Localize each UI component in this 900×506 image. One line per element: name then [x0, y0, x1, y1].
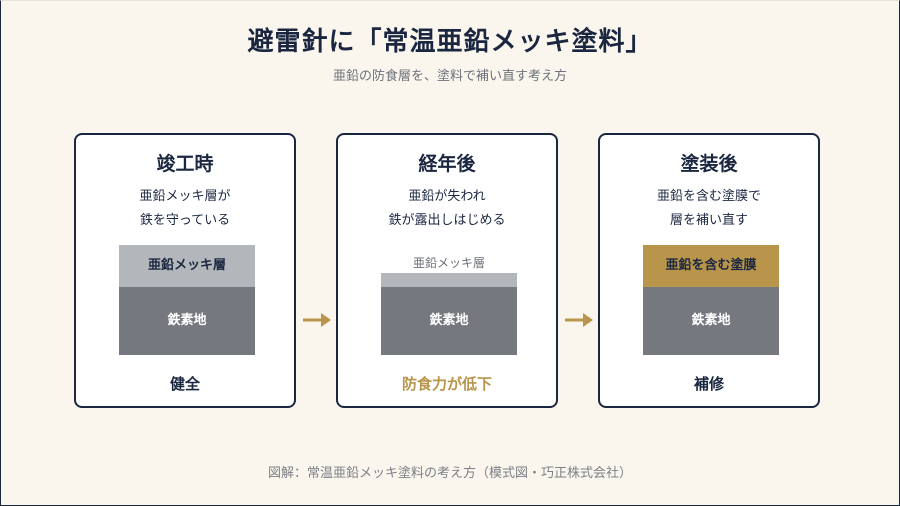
stage-card-coated: 塗装後 亜鉛を含む塗膜で 層を補い直す 亜鉛を含む塗膜 鉄素地 補修	[598, 133, 820, 408]
stage-status: 健全	[169, 375, 200, 393]
steel-base-layer: 鉄素地	[381, 287, 517, 355]
stage-card-initial: 竣工時 亜鉛メッキ層が 鉄を守っている 亜鉛メッキ層 鉄素地 健全	[74, 133, 296, 408]
stage-heading: 塗装後	[680, 153, 738, 175]
stage-description-line: 亜鉛が失われ	[408, 189, 486, 204]
page-title: 避雷針に「常温亜鉛メッキ塗料」	[247, 27, 653, 57]
stage-description-line: 鉄が露出しはじめる	[388, 213, 506, 228]
zinc-coating-layer: 亜鉛を含む塗膜	[643, 245, 779, 287]
steel-base-layer: 鉄素地	[643, 287, 779, 355]
stage-description: 亜鉛メッキ層が 鉄を守っている	[76, 185, 294, 233]
stage-description: 亜鉛を含む塗膜で 層を補い直す	[600, 185, 818, 233]
stage-heading: 経年後	[418, 153, 476, 175]
page-subtitle: 亜鉛の防食層を、塗料で補い直す考え方	[332, 69, 567, 84]
stage-heading: 竣工時	[156, 153, 214, 175]
arrow-right-icon	[565, 313, 593, 327]
steel-base-layer: 鉄素地	[119, 287, 255, 355]
stage-description-line: 鉄を守っている	[139, 213, 231, 228]
thin-zinc-layer	[381, 273, 517, 287]
zinc-plating-layer: 亜鉛メッキ層	[119, 245, 255, 287]
stage-description-line: 層を補い直す	[669, 213, 748, 228]
stage-card-aged: 経年後 亜鉛が失われ 鉄が露出しはじめる 亜鉛メッキ層 鉄素地 防食力が低下	[336, 133, 558, 408]
arrow-right-icon	[303, 313, 331, 327]
figure-caption: 図解：常温亜鉛メッキ塗料の考え方（模式図・巧正株式会社）	[267, 466, 632, 481]
stage-description-line: 亜鉛を含む塗膜で	[656, 189, 761, 204]
stage-description-line: 亜鉛メッキ層が	[139, 189, 231, 204]
stage-description: 亜鉛が失われ 鉄が露出しはじめる	[338, 185, 556, 233]
stage-status: 防食力が低下	[401, 375, 492, 393]
stage-status: 補修	[693, 375, 724, 393]
zinc-plating-layer-label: 亜鉛メッキ層	[412, 256, 485, 270]
